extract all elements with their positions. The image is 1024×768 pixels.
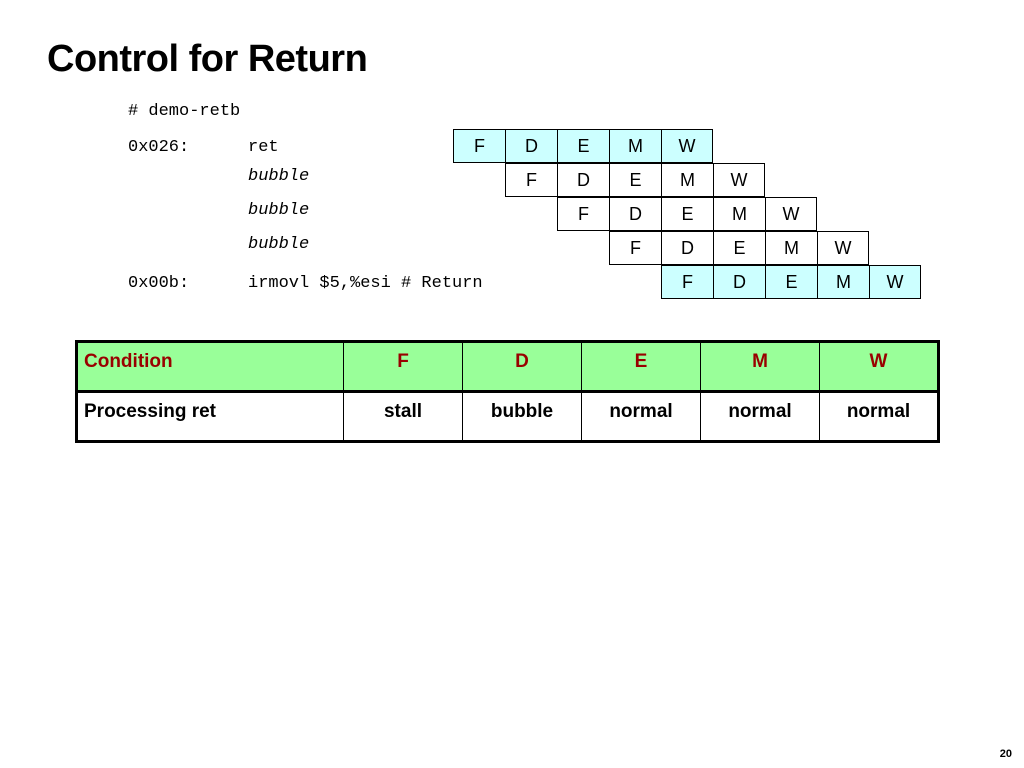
pipeline-stage-f: F <box>557 197 609 231</box>
code-instruction: irmovl $5,%esi # Return <box>248 274 483 293</box>
code-address: 0x026: <box>128 138 190 157</box>
code-instruction: ret <box>248 138 279 157</box>
code-bubble: bubble <box>248 201 310 220</box>
pipeline-stage-w: W <box>765 197 817 231</box>
code-bubble: bubble <box>248 235 310 254</box>
pipeline-stage-d: D <box>557 163 609 197</box>
code-bubble: bubble <box>248 167 310 186</box>
pipeline-stage-f: F <box>609 231 661 265</box>
table-header-condition: Condition <box>76 341 344 393</box>
code-address: 0x00b: <box>128 274 190 293</box>
pipeline-stage-f: F <box>505 163 557 197</box>
pipeline-stage-w: W <box>713 163 765 197</box>
table-row: Processing ret stall bubble normal norma… <box>76 391 939 442</box>
pipeline-stage-f: F <box>661 265 713 299</box>
table-header-e: E <box>581 341 701 393</box>
pipeline-stage-m: M <box>609 129 661 163</box>
slide-title: Control for Return <box>47 38 368 80</box>
pipeline-stage-e: E <box>661 197 713 231</box>
pipeline-stage-d: D <box>505 129 557 163</box>
pipeline-stage-w: W <box>869 265 921 299</box>
table-header-f: F <box>343 341 463 393</box>
table-header-d: D <box>462 341 582 393</box>
pipeline-control-table: Condition F D E M W Processing ret stall… <box>75 340 940 443</box>
pipeline-stage-m: M <box>765 231 817 265</box>
table-cell-f: stall <box>343 391 463 442</box>
pipeline-stage-e: E <box>609 163 661 197</box>
pipeline-stage-w: W <box>817 231 869 265</box>
pipeline-stage-m: M <box>661 163 713 197</box>
pipeline-stage-d: D <box>609 197 661 231</box>
table-cell-d: bubble <box>462 391 582 442</box>
pipeline-stage-e: E <box>713 231 765 265</box>
pipeline-stage-d: D <box>661 231 713 265</box>
pipeline-stage-w: W <box>661 129 713 163</box>
table-cell-w: normal <box>819 391 939 442</box>
pipeline-stage-e: E <box>557 129 609 163</box>
pipeline-stage-m: M <box>817 265 869 299</box>
table-cell-e: normal <box>581 391 701 442</box>
pipeline-stage-e: E <box>765 265 817 299</box>
table-cell-condition: Processing ret <box>76 391 344 442</box>
table-header-w: W <box>819 341 939 393</box>
page-number: 20 <box>999 748 1012 760</box>
pipeline-stage-d: D <box>713 265 765 299</box>
pipeline-stage-m: M <box>713 197 765 231</box>
table-cell-m: normal <box>700 391 820 442</box>
pipeline-stage-f: F <box>453 129 505 163</box>
code-comment: # demo-retb <box>128 102 241 121</box>
table-header-row: Condition F D E M W <box>76 341 939 393</box>
table-header-m: M <box>700 341 820 393</box>
